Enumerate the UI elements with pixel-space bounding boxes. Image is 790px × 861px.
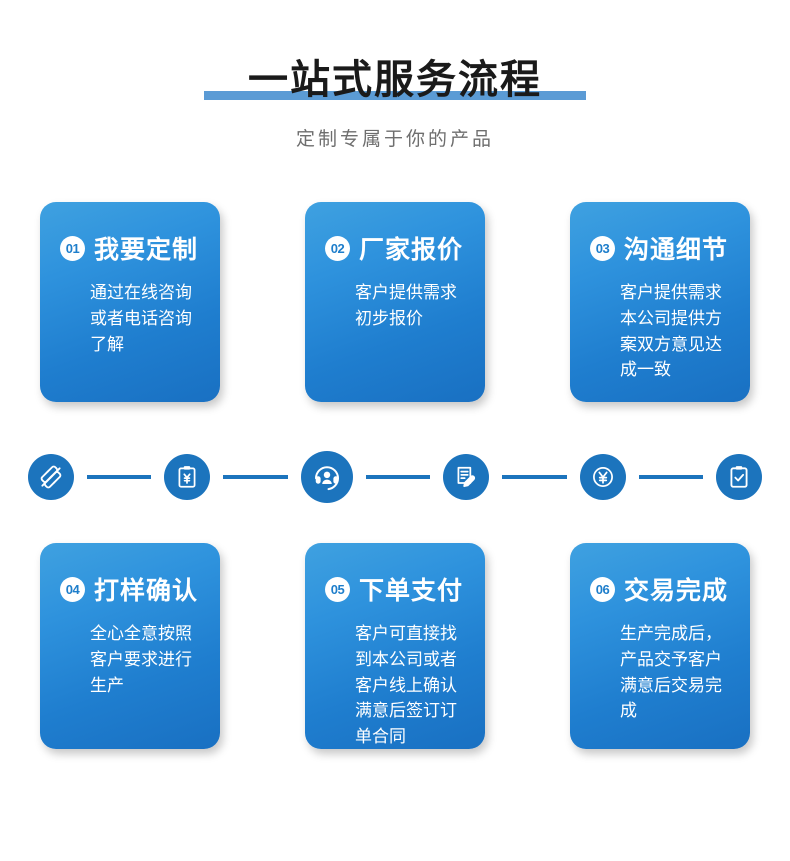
step-row-bottom: 04 打样确认 全心全意按照客户要求进行生产 05 下单支付 客户可直接找到本公… (0, 543, 790, 749)
step-title: 打样确认 (94, 577, 199, 605)
step-card-02[interactable]: 02 厂家报价 客户提供需求初步报价 (305, 202, 485, 402)
step-card-03[interactable]: 03 沟通细节 客户提供需求本公司提供方案双方意见达成一致 (570, 202, 750, 402)
step-number-badge: 03 (590, 235, 615, 261)
step-card-header: 01 我要定制 (56, 230, 204, 266)
step-card-header: 05 下单支付 (321, 571, 469, 607)
connector-line (86, 475, 152, 479)
step-description: 生产完成后，产品交予客户满意后交易完成 (620, 624, 722, 721)
clipboard-yen-quote-icon (164, 454, 211, 500)
connector-line (223, 475, 288, 479)
step-description: 通过在线咨询或者电话咨询了解 (90, 283, 192, 354)
process-icon-strip (0, 447, 790, 507)
step-card-header: 02 厂家报价 (321, 230, 469, 266)
step-card-header: 06 交易完成 (586, 571, 734, 607)
step-card-header: 04 打样确认 (56, 571, 204, 607)
step-number-badge: 01 (60, 235, 85, 261)
contract-sign-icon (443, 454, 490, 500)
step-title: 我要定制 (94, 236, 199, 264)
clipboard-check-icon (716, 454, 763, 500)
title-underline-bar (204, 91, 586, 100)
step-card-06[interactable]: 06 交易完成 生产完成后，产品交予客户满意后交易完成 (570, 543, 750, 749)
step-title: 厂家报价 (359, 236, 464, 264)
design-pen-ruler-icon (27, 454, 74, 500)
step-description: 全心全意按照客户要求进行生产 (90, 624, 192, 695)
step-card-header: 03 沟通细节 (586, 230, 734, 266)
step-card-04[interactable]: 04 打样确认 全心全意按照客户要求进行生产 (40, 543, 220, 749)
step-description: 客户提供需求初步报价 (355, 283, 457, 328)
connector-line (365, 475, 431, 479)
step-description: 客户可直接找到本公司或者客户线上确认满意后签订订单合同 (355, 624, 457, 747)
step-title: 沟通细节 (624, 236, 729, 264)
page-subtitle: 定制专属于你的产品 (295, 129, 494, 150)
step-title: 下单支付 (359, 577, 464, 605)
connector-line (638, 475, 704, 479)
step-number-badge: 04 (60, 576, 85, 602)
step-card-01[interactable]: 01 我要定制 通过在线咨询或者电话咨询了解 (40, 202, 220, 402)
page-title: 一站式服务流程 (248, 58, 542, 102)
step-number-badge: 05 (325, 576, 350, 602)
yen-circle-payment-icon (579, 454, 626, 500)
step-description: 客户提供需求本公司提供方案双方意见达成一致 (620, 283, 722, 380)
connector-line (502, 475, 567, 479)
step-title: 交易完成 (624, 577, 729, 605)
page-header: 一站式服务流程 定制专属于你的产品 (0, 0, 790, 151)
step-number-badge: 02 (325, 235, 350, 261)
step-number-badge: 06 (590, 576, 615, 602)
step-row-top: 01 我要定制 通过在线咨询或者电话咨询了解 02 厂家报价 客户提供需求初步报… (0, 202, 790, 402)
title-block: 一站式服务流程 (204, 58, 586, 102)
step-card-05[interactable]: 05 下单支付 客户可直接找到本公司或者客户线上确认满意后签订订单合同 (305, 543, 485, 749)
headset-support-icon (300, 451, 353, 503)
